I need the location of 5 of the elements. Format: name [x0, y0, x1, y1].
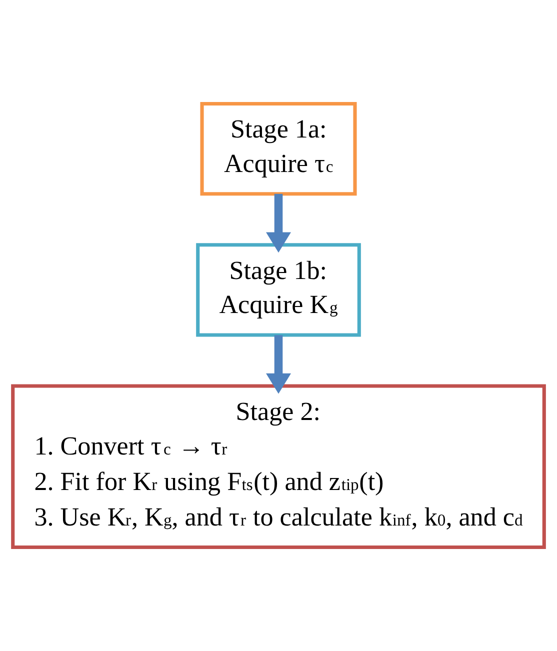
node-box: Stage 1b: Acquire Kg [196, 243, 361, 337]
node-box: Stage 2: 1. Convert τc → τr 2. Fit for Kr using Fts(t) and ztip(t) 3. Use Kr, Kg, and τr to calculate kinf, k0, and cd [11, 384, 546, 550]
node-box: Stage 1a: Acquire τc [200, 102, 357, 196]
arrow [266, 335, 291, 394]
arrow [266, 194, 291, 253]
